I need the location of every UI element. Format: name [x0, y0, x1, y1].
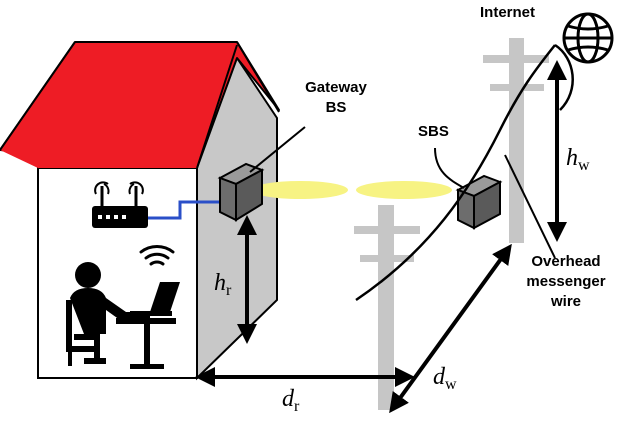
gateway-label-line1: Gateway — [305, 79, 367, 96]
wifi-icon — [139, 245, 175, 266]
person-at-laptop-icon — [66, 262, 180, 369]
gateway-bs-device — [217, 162, 265, 222]
overhead-label-leader — [504, 154, 556, 259]
d-w-symbol: dw — [433, 364, 457, 393]
house — [0, 41, 280, 381]
sbs-device — [455, 174, 503, 230]
router-icon — [92, 181, 148, 228]
internet-label: Internet — [480, 4, 535, 21]
mmwave-beam-1 — [252, 181, 348, 199]
overhead-label-line2: messenger — [526, 273, 605, 290]
ethernet-cable — [148, 200, 222, 220]
utility-pole-far — [483, 38, 549, 243]
utility-pole-near — [354, 205, 420, 410]
mmwave-beam-2 — [356, 181, 452, 199]
h-r-symbol: hr — [214, 270, 232, 299]
gateway-label-line2: BS — [326, 99, 347, 116]
h-w-symbol: hw — [566, 145, 590, 174]
sbs-label-leader — [434, 147, 465, 189]
globe-icon — [562, 12, 614, 64]
house-front-wall — [37, 167, 198, 379]
d-r-symbol: dr — [282, 386, 300, 415]
gateway-label-leader — [249, 126, 306, 173]
overhead-label-line1: Overhead — [531, 253, 600, 270]
sbs-label: SBS — [418, 123, 449, 140]
house-roof-front — [0, 42, 237, 168]
d-w-arrow — [389, 243, 512, 414]
overhead-label-line3: wire — [550, 293, 581, 310]
